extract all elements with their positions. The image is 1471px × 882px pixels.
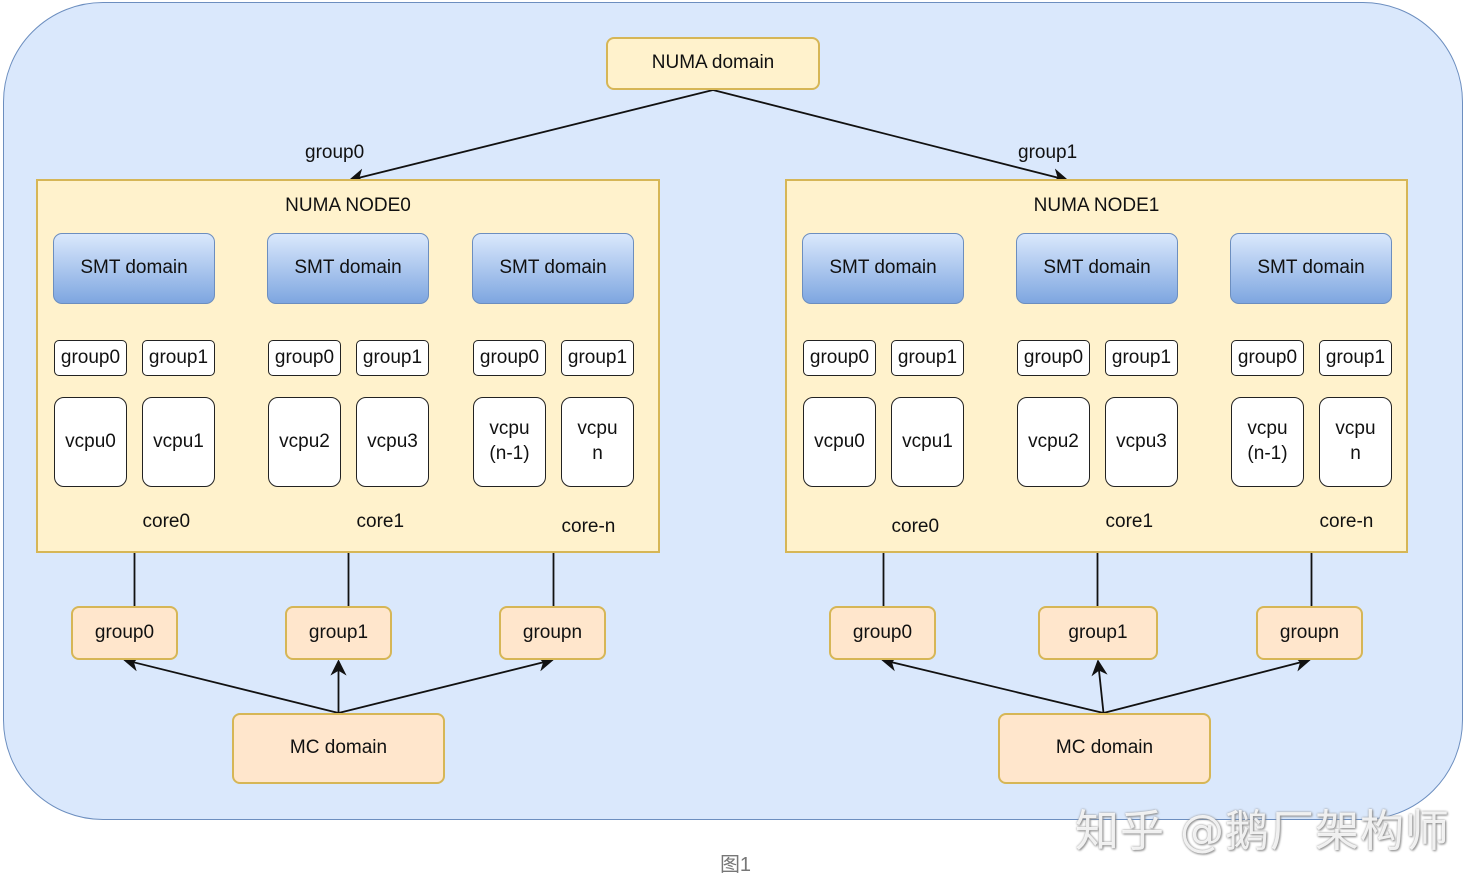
mc-domain-arrow: [1091, 659, 1108, 714]
vcpu-box-label: vcpu0: [65, 430, 116, 452]
vcpu-box: vcpu0: [803, 397, 876, 487]
vcpu-box: vcpu (n-1): [473, 397, 546, 487]
mc-domain-arrow: [880, 655, 1104, 714]
vcpu-box: vcpu0: [54, 397, 127, 487]
smt-domain-box-label: SMT domain: [294, 257, 402, 279]
smt-group-box: group1: [891, 340, 964, 376]
mc-group-box-label: group0: [852, 621, 913, 643]
smt-group-box: group1: [1105, 340, 1178, 376]
smt-group-box-label: group1: [148, 346, 209, 368]
vcpu-box: vcpu n: [1319, 397, 1392, 487]
smt-group-box-label: group0: [274, 346, 335, 368]
vcpu-box-label: vcpu2: [279, 430, 330, 452]
watermark: 知乎 @鹅厂架构师: [1075, 806, 1450, 857]
vcpu-box-label: vcpu3: [367, 430, 418, 452]
smt-group-box-label: group0: [1023, 346, 1084, 368]
smt-group-box: group0: [1231, 340, 1304, 376]
smt-group-box-label: group1: [897, 346, 958, 368]
mc-group-box: groupn: [1256, 606, 1363, 660]
core-label: core1: [1105, 511, 1154, 532]
smt-domain-box: SMT domain: [472, 233, 634, 304]
smt-domain-box-label: SMT domain: [1257, 257, 1365, 279]
smt-group-box: group1: [561, 340, 634, 376]
vcpu-box-label: vcpu n: [577, 418, 618, 464]
smt-group-box-label: group1: [362, 346, 423, 368]
smt-domain-box-label: SMT domain: [499, 257, 607, 279]
core-label: core0: [142, 511, 191, 532]
numa-domain-box: NUMA domain: [606, 37, 820, 90]
core-label: core0: [891, 516, 940, 537]
vcpu-box: vcpu1: [142, 397, 215, 487]
smt-domain-box-label: SMT domain: [1043, 257, 1151, 279]
mc-domain-arrow: [1103, 655, 1312, 714]
smt-group-box: group0: [268, 340, 341, 376]
vcpu-box-label: vcpu3: [1116, 430, 1167, 452]
vcpu-box-label: vcpu (n-1): [489, 418, 530, 464]
smt-domain-box: SMT domain: [1230, 233, 1392, 304]
numa-node-title: NUMA NODE1: [1033, 195, 1160, 216]
smt-domain-box-label: SMT domain: [829, 257, 937, 279]
smt-group-box: group1: [1319, 340, 1392, 376]
mc-domain-box-label: MC domain: [1055, 737, 1154, 759]
vcpu-box-label: vcpu (n-1): [1247, 418, 1288, 464]
smt-group-box-label: group1: [1111, 346, 1172, 368]
smt-group-box: group1: [142, 340, 215, 376]
smt-domain-box: SMT domain: [267, 233, 429, 304]
root-edge-label-group1: group1: [1018, 142, 1078, 163]
smt-domain-box: SMT domain: [1016, 233, 1178, 304]
root-edge-group0: [348, 89, 714, 185]
smt-group-box-label: group1: [1325, 346, 1386, 368]
mc-domain-box-label: MC domain: [289, 737, 388, 759]
smt-group-box: group0: [473, 340, 546, 376]
mc-group-box-label: groupn: [522, 621, 583, 643]
smt-domain-box: SMT domain: [53, 233, 215, 304]
vcpu-box-label: vcpu1: [153, 430, 204, 452]
smt-group-box-label: group0: [60, 346, 121, 368]
vcpu-box: vcpu2: [268, 397, 341, 487]
vcpu-box-label: vcpu n: [1335, 418, 1376, 464]
vcpu-box: vcpu2: [1017, 397, 1090, 487]
root-edge-label-group0: group0: [305, 142, 365, 163]
core-label: core-n: [561, 516, 616, 537]
smt-group-box: group0: [803, 340, 876, 376]
numa-domain-label: NUMA domain: [651, 52, 775, 74]
core-label: core-n: [1319, 511, 1374, 532]
vcpu-box: vcpu1: [891, 397, 964, 487]
vcpu-box: vcpu3: [1105, 397, 1178, 487]
figure-caption: 图1: [719, 854, 752, 876]
core-label: core1: [356, 511, 405, 532]
smt-domain-box-label: SMT domain: [80, 257, 188, 279]
mc-group-box: group0: [71, 606, 178, 660]
vcpu-box-label: vcpu1: [902, 430, 953, 452]
smt-group-box: group0: [54, 340, 127, 376]
smt-group-box: group0: [1017, 340, 1090, 376]
mc-domain-arrow: [122, 655, 339, 714]
mc-group-box: groupn: [499, 606, 606, 660]
mc-group-box: group0: [829, 606, 936, 660]
mc-group-box: group1: [285, 606, 392, 660]
mc-domain-arrow: [338, 655, 555, 714]
numa-node-title: NUMA NODE0: [285, 195, 411, 216]
vcpu-box-label: vcpu0: [814, 430, 865, 452]
smt-group-box-label: group1: [567, 346, 628, 368]
vcpu-box-label: vcpu2: [1028, 430, 1079, 452]
vcpu-box: vcpu3: [356, 397, 429, 487]
mc-group-box: group1: [1038, 606, 1158, 660]
mc-group-box-label: group0: [94, 621, 155, 643]
vcpu-box: vcpu (n-1): [1231, 397, 1304, 487]
smt-group-box-label: group0: [809, 346, 870, 368]
mc-group-box-label: group1: [1068, 621, 1128, 643]
smt-group-box-label: group0: [479, 346, 540, 368]
smt-domain-box: SMT domain: [802, 233, 964, 304]
smt-group-box: group1: [356, 340, 429, 376]
root-edge-group1: [712, 89, 1069, 185]
mc-domain-box: MC domain: [998, 713, 1211, 784]
mc-group-box-label: group1: [308, 621, 369, 643]
vcpu-box: vcpu n: [561, 397, 634, 487]
smt-group-box-label: group0: [1237, 346, 1298, 368]
mc-domain-box: MC domain: [232, 713, 445, 784]
mc-group-box-label: groupn: [1279, 621, 1340, 643]
